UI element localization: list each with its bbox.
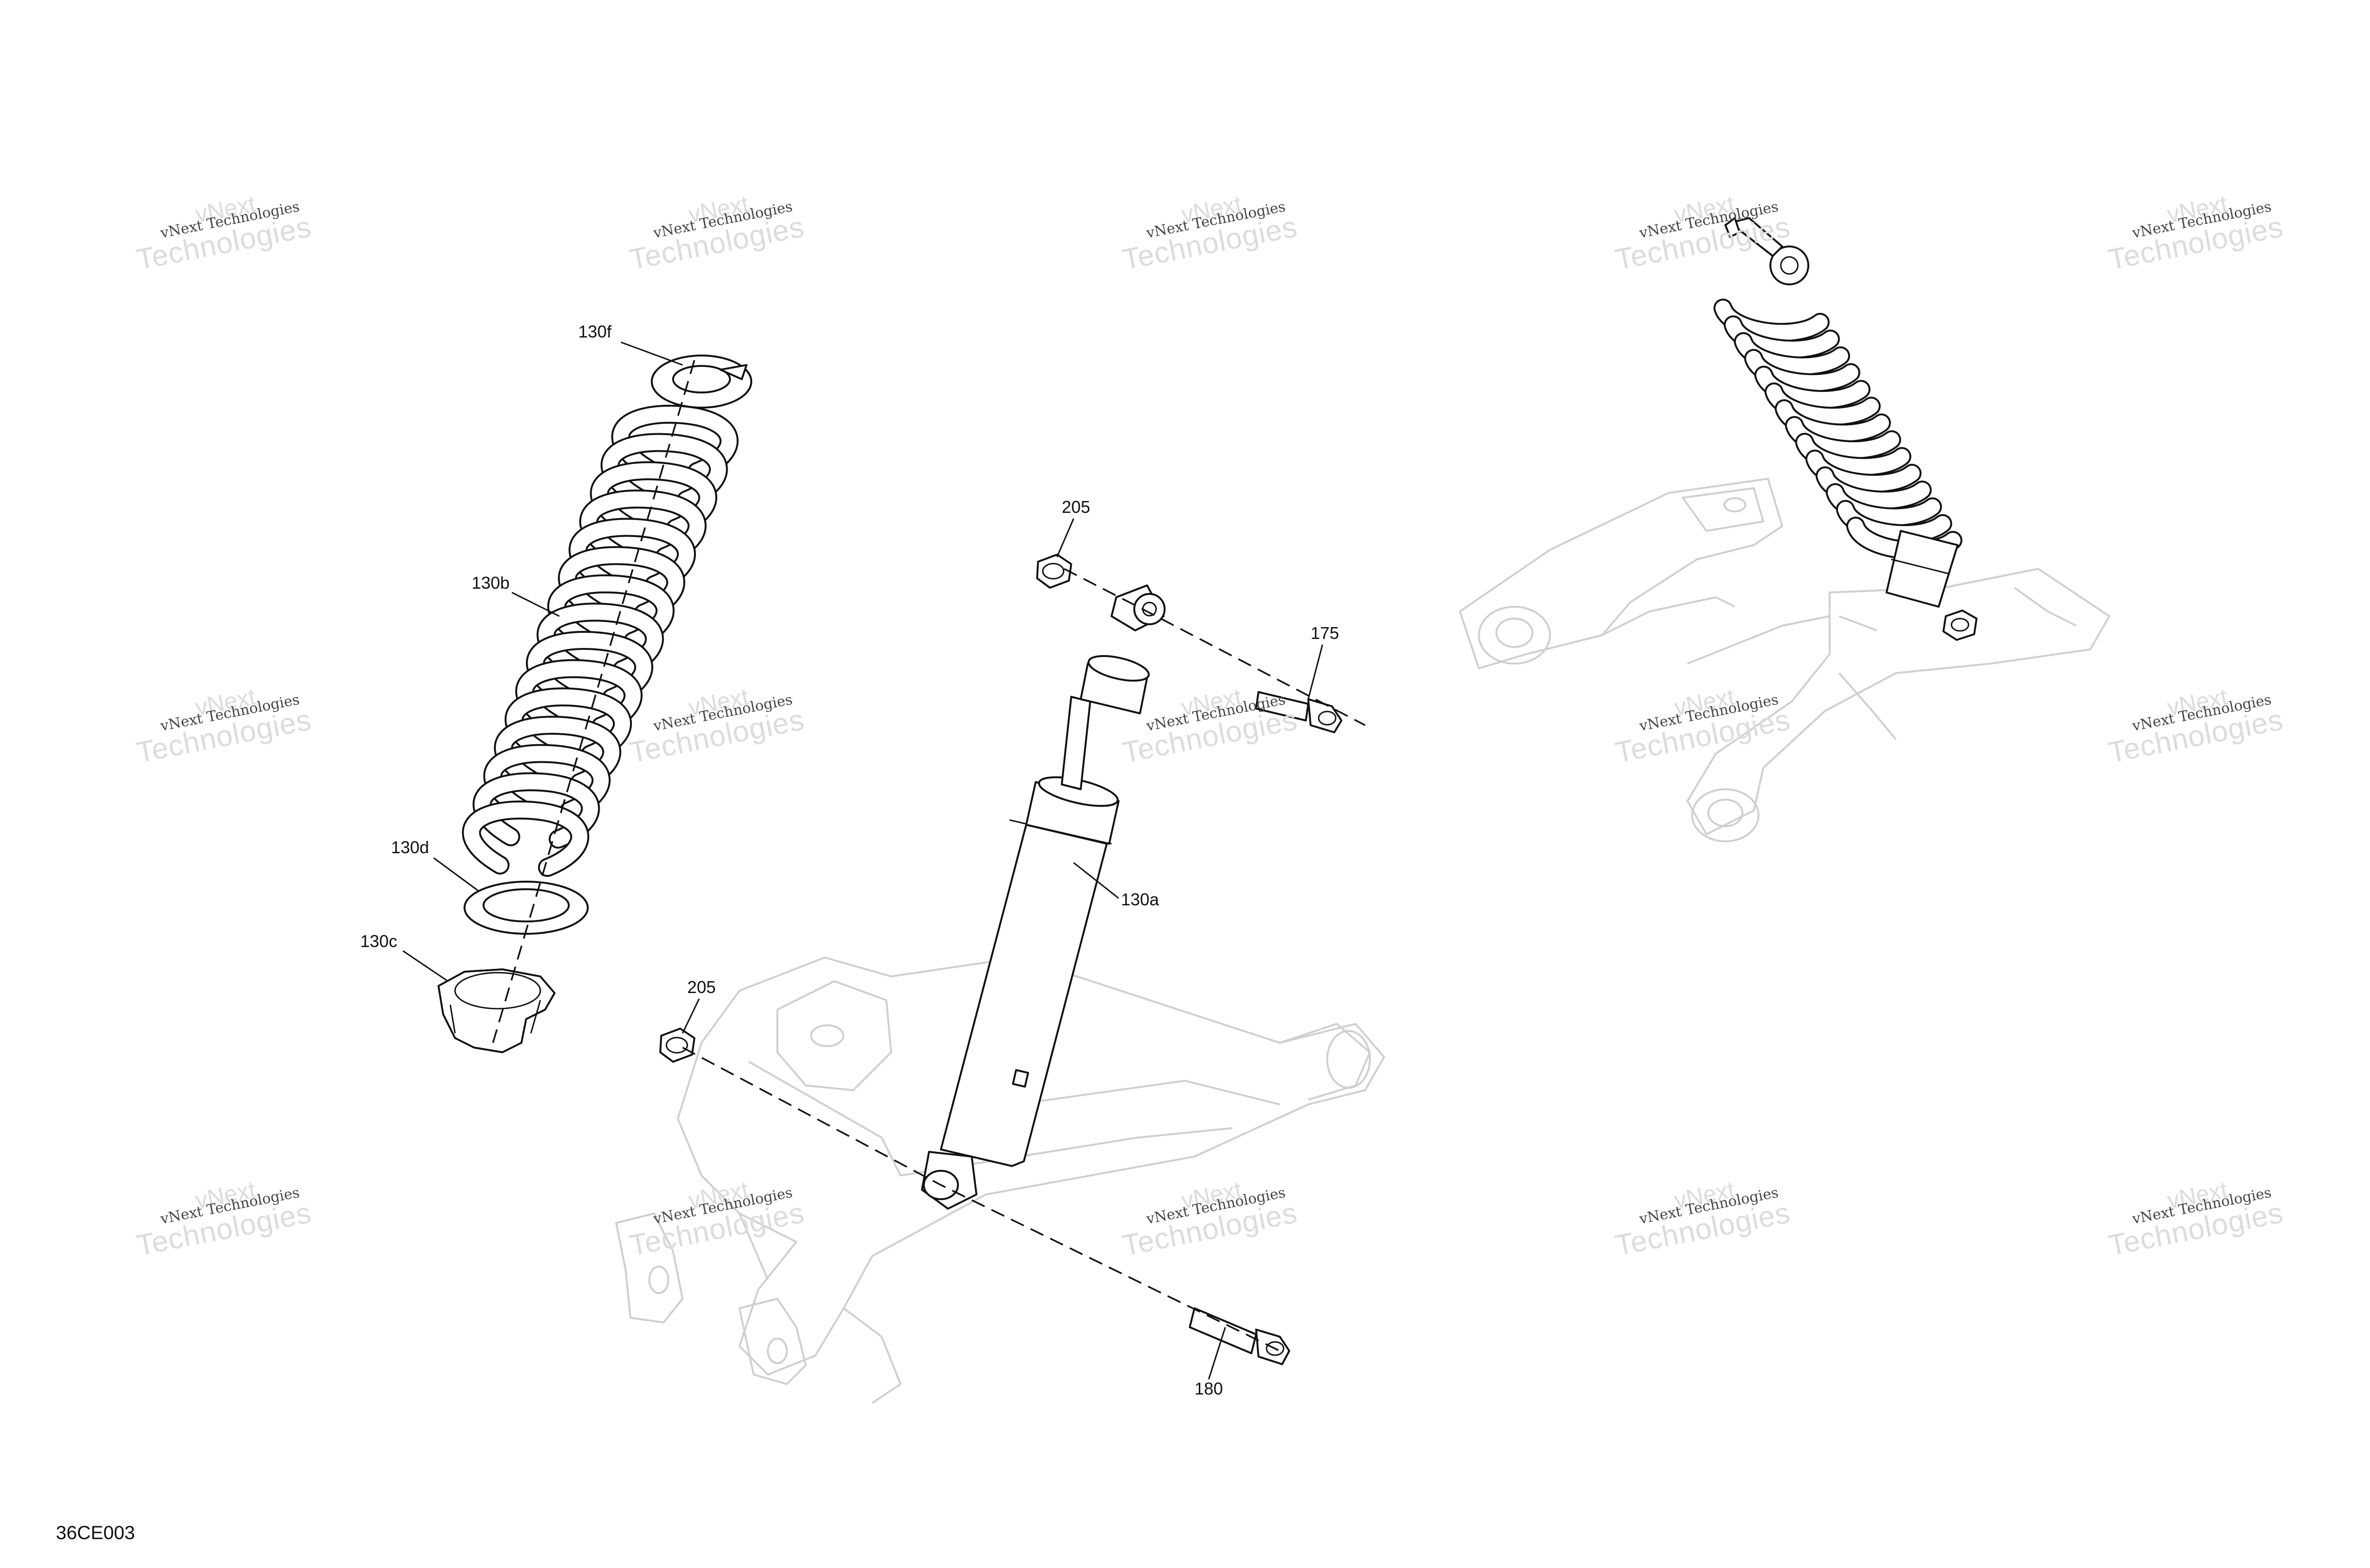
assembled-spring-coil xyxy=(1736,334,1849,374)
assembled-shock-swing-arm xyxy=(1459,217,2110,842)
svg-text:130d: 130d xyxy=(391,838,429,857)
diagram-id-label: 36CE003 xyxy=(56,1522,135,1543)
assembled-spring-coil xyxy=(1787,418,1899,457)
svg-text:205: 205 xyxy=(1062,497,1090,517)
callout-205-bottom: 205 xyxy=(682,977,716,1034)
svg-text:130f: 130f xyxy=(578,322,612,341)
assembled-spring-coil xyxy=(1777,401,1889,441)
callout-130c: 130c xyxy=(360,931,448,982)
svg-text:130a: 130a xyxy=(1121,890,1159,909)
callout-130f: 130f xyxy=(578,322,683,366)
spring-coil xyxy=(464,802,588,875)
spring-retainer-130f xyxy=(651,355,752,409)
svg-text:130b: 130b xyxy=(472,573,510,593)
assembled-spring-coil xyxy=(1756,367,1869,407)
assembly-axis-lines xyxy=(492,360,1366,1352)
callout-130d: 130d xyxy=(391,838,479,892)
swing-arm-ghost xyxy=(615,957,1385,1404)
nut-205-bottom xyxy=(659,1028,695,1063)
assembled-spring-coil xyxy=(1827,485,1940,525)
assembled-spring-coil xyxy=(1807,451,1920,491)
callout-175: 175 xyxy=(1307,623,1339,700)
assembled-spring-coil xyxy=(1817,468,1930,508)
svg-text:130c: 130c xyxy=(360,931,397,951)
svg-text:180: 180 xyxy=(1194,1379,1223,1398)
assembled-spring-coil xyxy=(1725,317,1838,357)
adjuster-ring-130c xyxy=(438,968,556,1053)
callout-205-top: 205 xyxy=(1056,497,1090,557)
callout-130b: 130b xyxy=(472,573,560,617)
callout-180: 180 xyxy=(1194,1327,1226,1398)
coil-spring-130b xyxy=(462,404,739,877)
assembled-spring-coil xyxy=(1766,384,1879,424)
bolt-175 xyxy=(1255,691,1342,733)
svg-text:175: 175 xyxy=(1311,623,1339,643)
shock-absorber-130a xyxy=(921,584,1166,1210)
assembled-spring-coil xyxy=(1746,351,1859,391)
assembled-spring-coil xyxy=(1797,435,1910,474)
callout-130a: 130a xyxy=(1073,862,1159,909)
assembled-spring-coil xyxy=(1838,501,1951,541)
bolt-180 xyxy=(1189,1307,1290,1365)
svg-text:205: 205 xyxy=(687,977,716,997)
spring-seat-130d xyxy=(464,881,589,935)
nut-205-top xyxy=(1036,554,1072,589)
assembled-spring-coil xyxy=(1715,301,1828,340)
